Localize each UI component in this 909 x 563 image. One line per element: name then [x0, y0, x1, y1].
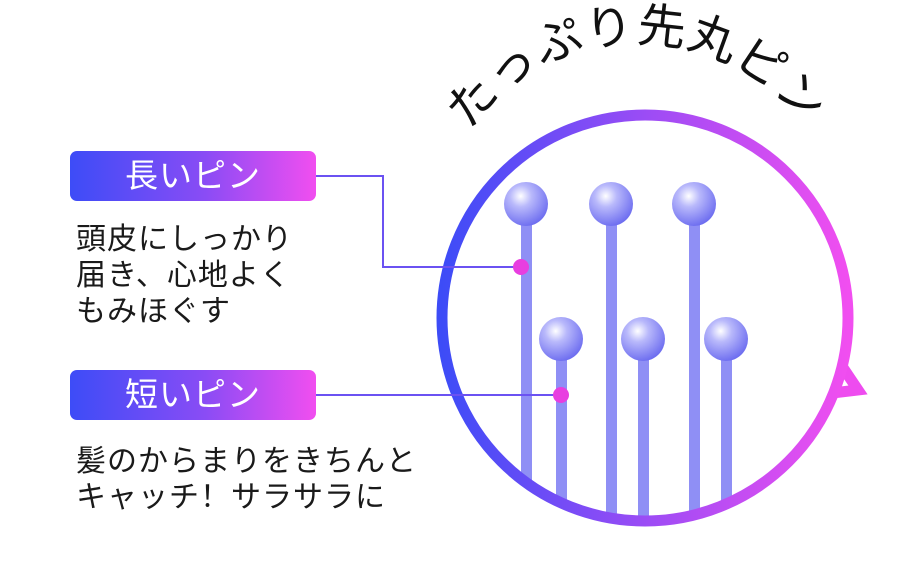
bubble-ring [436, 109, 854, 527]
long-pin-label: 長いピン [70, 151, 316, 201]
short-pin-pointer-dot [553, 387, 569, 403]
long-pin-description-line: もみほぐす [76, 294, 231, 329]
short-pin-label: 短いピン [70, 370, 316, 420]
short-pin-3 [704, 317, 748, 521]
long-pin-connector [316, 175, 521, 268]
short-pin-2 [621, 317, 665, 521]
short-pin-description-line: キャッチ！サラサラに [76, 480, 386, 515]
long-pin-description-line: 届き、心地よく [76, 258, 291, 293]
short-pin-1 [539, 317, 583, 521]
short-pin-description: 髪のからまりをきちんと キャッチ！サラサラに [76, 444, 417, 516]
long-pin-pointer-dot [513, 259, 529, 275]
long-pin-1 [504, 182, 548, 521]
long-pin-description: 頭皮にしっかり 届き、心地よく もみほぐす [76, 222, 293, 330]
short-pin-description-line: 髪のからまりをきちんと [76, 444, 417, 479]
long-pin-3 [672, 182, 716, 521]
long-pin-description-line: 頭皮にしっかり [76, 222, 293, 257]
long-pin-2 [589, 182, 633, 521]
